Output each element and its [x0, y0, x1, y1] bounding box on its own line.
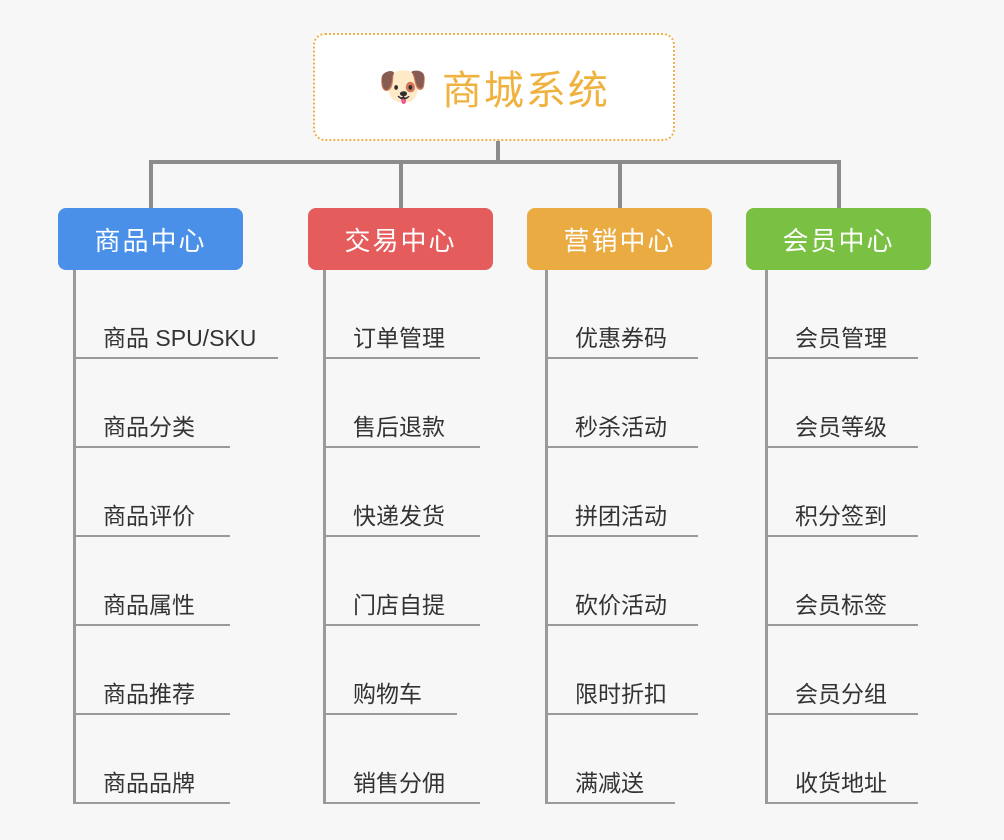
leaf-item[interactable]: 快递发货 [323, 448, 480, 537]
leaf-item-label: 商品推荐 [103, 681, 195, 708]
leaf-item-label: 会员分组 [795, 681, 887, 708]
leaf-item[interactable]: 商品属性 [73, 537, 230, 626]
leaf-item-label: 会员管理 [795, 325, 887, 352]
leaf-item-label: 满减送 [575, 770, 644, 797]
leaf-item[interactable]: 门店自提 [323, 537, 480, 626]
leaf-item-label: 砍价活动 [575, 592, 667, 619]
leaf-item-label: 销售分佣 [353, 770, 445, 797]
leaf-item-label: 会员标签 [795, 592, 887, 619]
category-label: 商品中心 [94, 225, 207, 256]
leaf-item-label: 订单管理 [353, 325, 445, 352]
connector-drop-trade-center [398, 160, 403, 210]
leaf-item-label: 收货地址 [795, 770, 887, 797]
leaf-item-label: 秒杀活动 [575, 414, 667, 441]
leaf-item-label: 售后退款 [353, 414, 445, 441]
shiba-dog-face-icon: 🐶 [378, 65, 428, 109]
leaf-item-label: 积分签到 [795, 503, 887, 530]
category-box-marketing-center[interactable]: 营销中心 [527, 208, 712, 270]
leaf-item-label: 商品品牌 [103, 770, 195, 797]
category-box-trade-center[interactable]: 交易中心 [308, 208, 493, 270]
category-label: 营销中心 [563, 225, 676, 256]
leaf-item[interactable]: 会员管理 [765, 270, 918, 359]
category-box-member-center[interactable]: 会员中心 [746, 208, 931, 270]
root-node-mall-system[interactable]: 🐶 商城系统 [313, 33, 675, 141]
leaf-item[interactable]: 会员分组 [765, 626, 918, 715]
category-box-product-center[interactable]: 商品中心 [58, 208, 243, 270]
leaf-item[interactable]: 订单管理 [323, 270, 480, 359]
leaf-item-label: 商品属性 [103, 592, 195, 619]
leaf-item[interactable]: 商品评价 [73, 448, 230, 537]
leaf-item-label: 优惠券码 [575, 325, 667, 352]
branch-trunk-member-center [765, 270, 768, 804]
root-node-title: 商城系统 [441, 69, 610, 113]
leaf-item-label: 拼团活动 [575, 503, 667, 530]
leaf-item[interactable]: 限时折扣 [545, 626, 698, 715]
connector-drop-marketing-center [617, 160, 622, 210]
leaf-item[interactable]: 优惠券码 [545, 270, 698, 359]
leaf-item-label: 会员等级 [795, 414, 887, 441]
leaf-item[interactable]: 满减送 [545, 715, 675, 804]
leaf-item[interactable]: 砍价活动 [545, 537, 698, 626]
leaf-item[interactable]: 拼团活动 [545, 448, 698, 537]
connector-root-stem [496, 141, 500, 162]
connector-horizontal-bus [150, 160, 840, 164]
branch-trunk-product-center [73, 270, 76, 804]
branch-trunk-marketing-center [545, 270, 548, 804]
leaf-item[interactable]: 秒杀活动 [545, 359, 698, 448]
leaf-item[interactable]: 商品 SPU/SKU [73, 270, 278, 359]
leaf-item-label: 购物车 [353, 681, 422, 708]
leaf-item-label: 门店自提 [353, 592, 445, 619]
leaf-item-label: 商品分类 [103, 414, 195, 441]
leaf-item[interactable]: 商品推荐 [73, 626, 230, 715]
leaf-item[interactable]: 收货地址 [765, 715, 918, 804]
leaf-item-label: 商品 SPU/SKU [103, 325, 257, 352]
leaf-item[interactable]: 商品品牌 [73, 715, 230, 804]
leaf-item[interactable]: 会员等级 [765, 359, 918, 448]
leaf-item[interactable]: 售后退款 [323, 359, 480, 448]
leaf-item-label: 限时折扣 [575, 681, 667, 708]
leaf-item[interactable]: 销售分佣 [323, 715, 480, 804]
leaf-item-label: 快递发货 [353, 503, 445, 530]
leaf-item[interactable]: 商品分类 [73, 359, 230, 448]
leaf-item[interactable]: 会员标签 [765, 537, 918, 626]
leaf-item[interactable]: 购物车 [323, 626, 457, 715]
leaf-item-label: 商品评价 [103, 503, 195, 530]
connector-drop-product-center [148, 160, 153, 210]
leaf-item[interactable]: 积分签到 [765, 448, 918, 537]
connector-drop-member-center [836, 160, 841, 210]
category-label: 交易中心 [344, 225, 457, 256]
category-label: 会员中心 [782, 225, 895, 256]
branch-trunk-trade-center [323, 270, 326, 804]
